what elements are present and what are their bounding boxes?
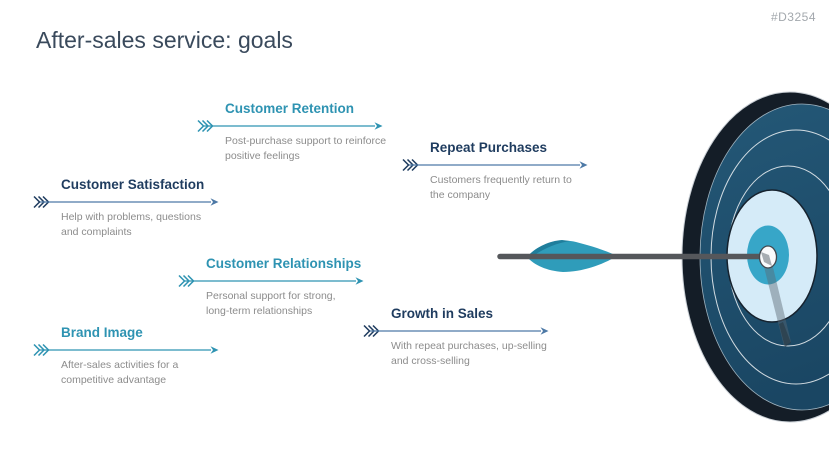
goal-description: Post-purchase support to reinforce posit…: [225, 135, 387, 162]
goal-description: Help with problems, questions and compla…: [61, 211, 202, 238]
arrowhead-icon: [210, 198, 219, 206]
goal-arrow-line: [197, 119, 383, 133]
goal-arrow-line: [363, 324, 549, 338]
dart-arrow-icon: [497, 240, 778, 272]
arrowhead-icon: [374, 122, 383, 130]
goal-title: Customer Satisfaction: [61, 177, 205, 192]
goal-item-growth-in-sales: Growth in Sales With repeat purchases, u…: [363, 306, 549, 368]
goal-arrow-line: [402, 158, 588, 172]
goal-item-customer-retention: Customer Retention Post-purchase support…: [197, 101, 387, 163]
page-title: After-sales service: goals: [36, 27, 293, 53]
goal-item-customer-satisfaction: Customer Satisfaction Help with problems…: [33, 177, 219, 239]
goal-description: After-sales activities for a competitive…: [61, 359, 179, 386]
goal-arrow-line: [178, 274, 364, 288]
goal-arrow-line: [33, 195, 219, 209]
slide-code: #D3254: [770, 10, 816, 24]
goal-arrow-line: [33, 343, 219, 357]
goal-item-brand-image: Brand Image After-sales activities for a…: [33, 325, 219, 387]
arrowhead-icon: [210, 346, 219, 354]
goal-description: Customers frequently return to the compa…: [430, 174, 572, 201]
goal-title: Repeat Purchases: [430, 140, 548, 155]
goal-description: Personal support for strong, long-term r…: [206, 290, 336, 317]
goal-title: Customer Retention: [225, 101, 355, 116]
goal-item-customer-relationships: Customer Relationships Personal support …: [178, 256, 364, 318]
arrowhead-icon: [579, 161, 588, 169]
goal-title: Brand Image: [61, 325, 143, 340]
goal-title: Customer Relationships: [206, 256, 362, 271]
target-graphic: [480, 80, 829, 466]
goal-item-repeat-purchases: Repeat Purchases Customers frequently re…: [402, 140, 588, 202]
goal-title: Growth in Sales: [391, 306, 494, 321]
arrowhead-icon: [355, 277, 364, 285]
arrowhead-icon: [540, 327, 549, 335]
goal-description: With repeat purchases, up-selling and cr…: [391, 340, 547, 367]
